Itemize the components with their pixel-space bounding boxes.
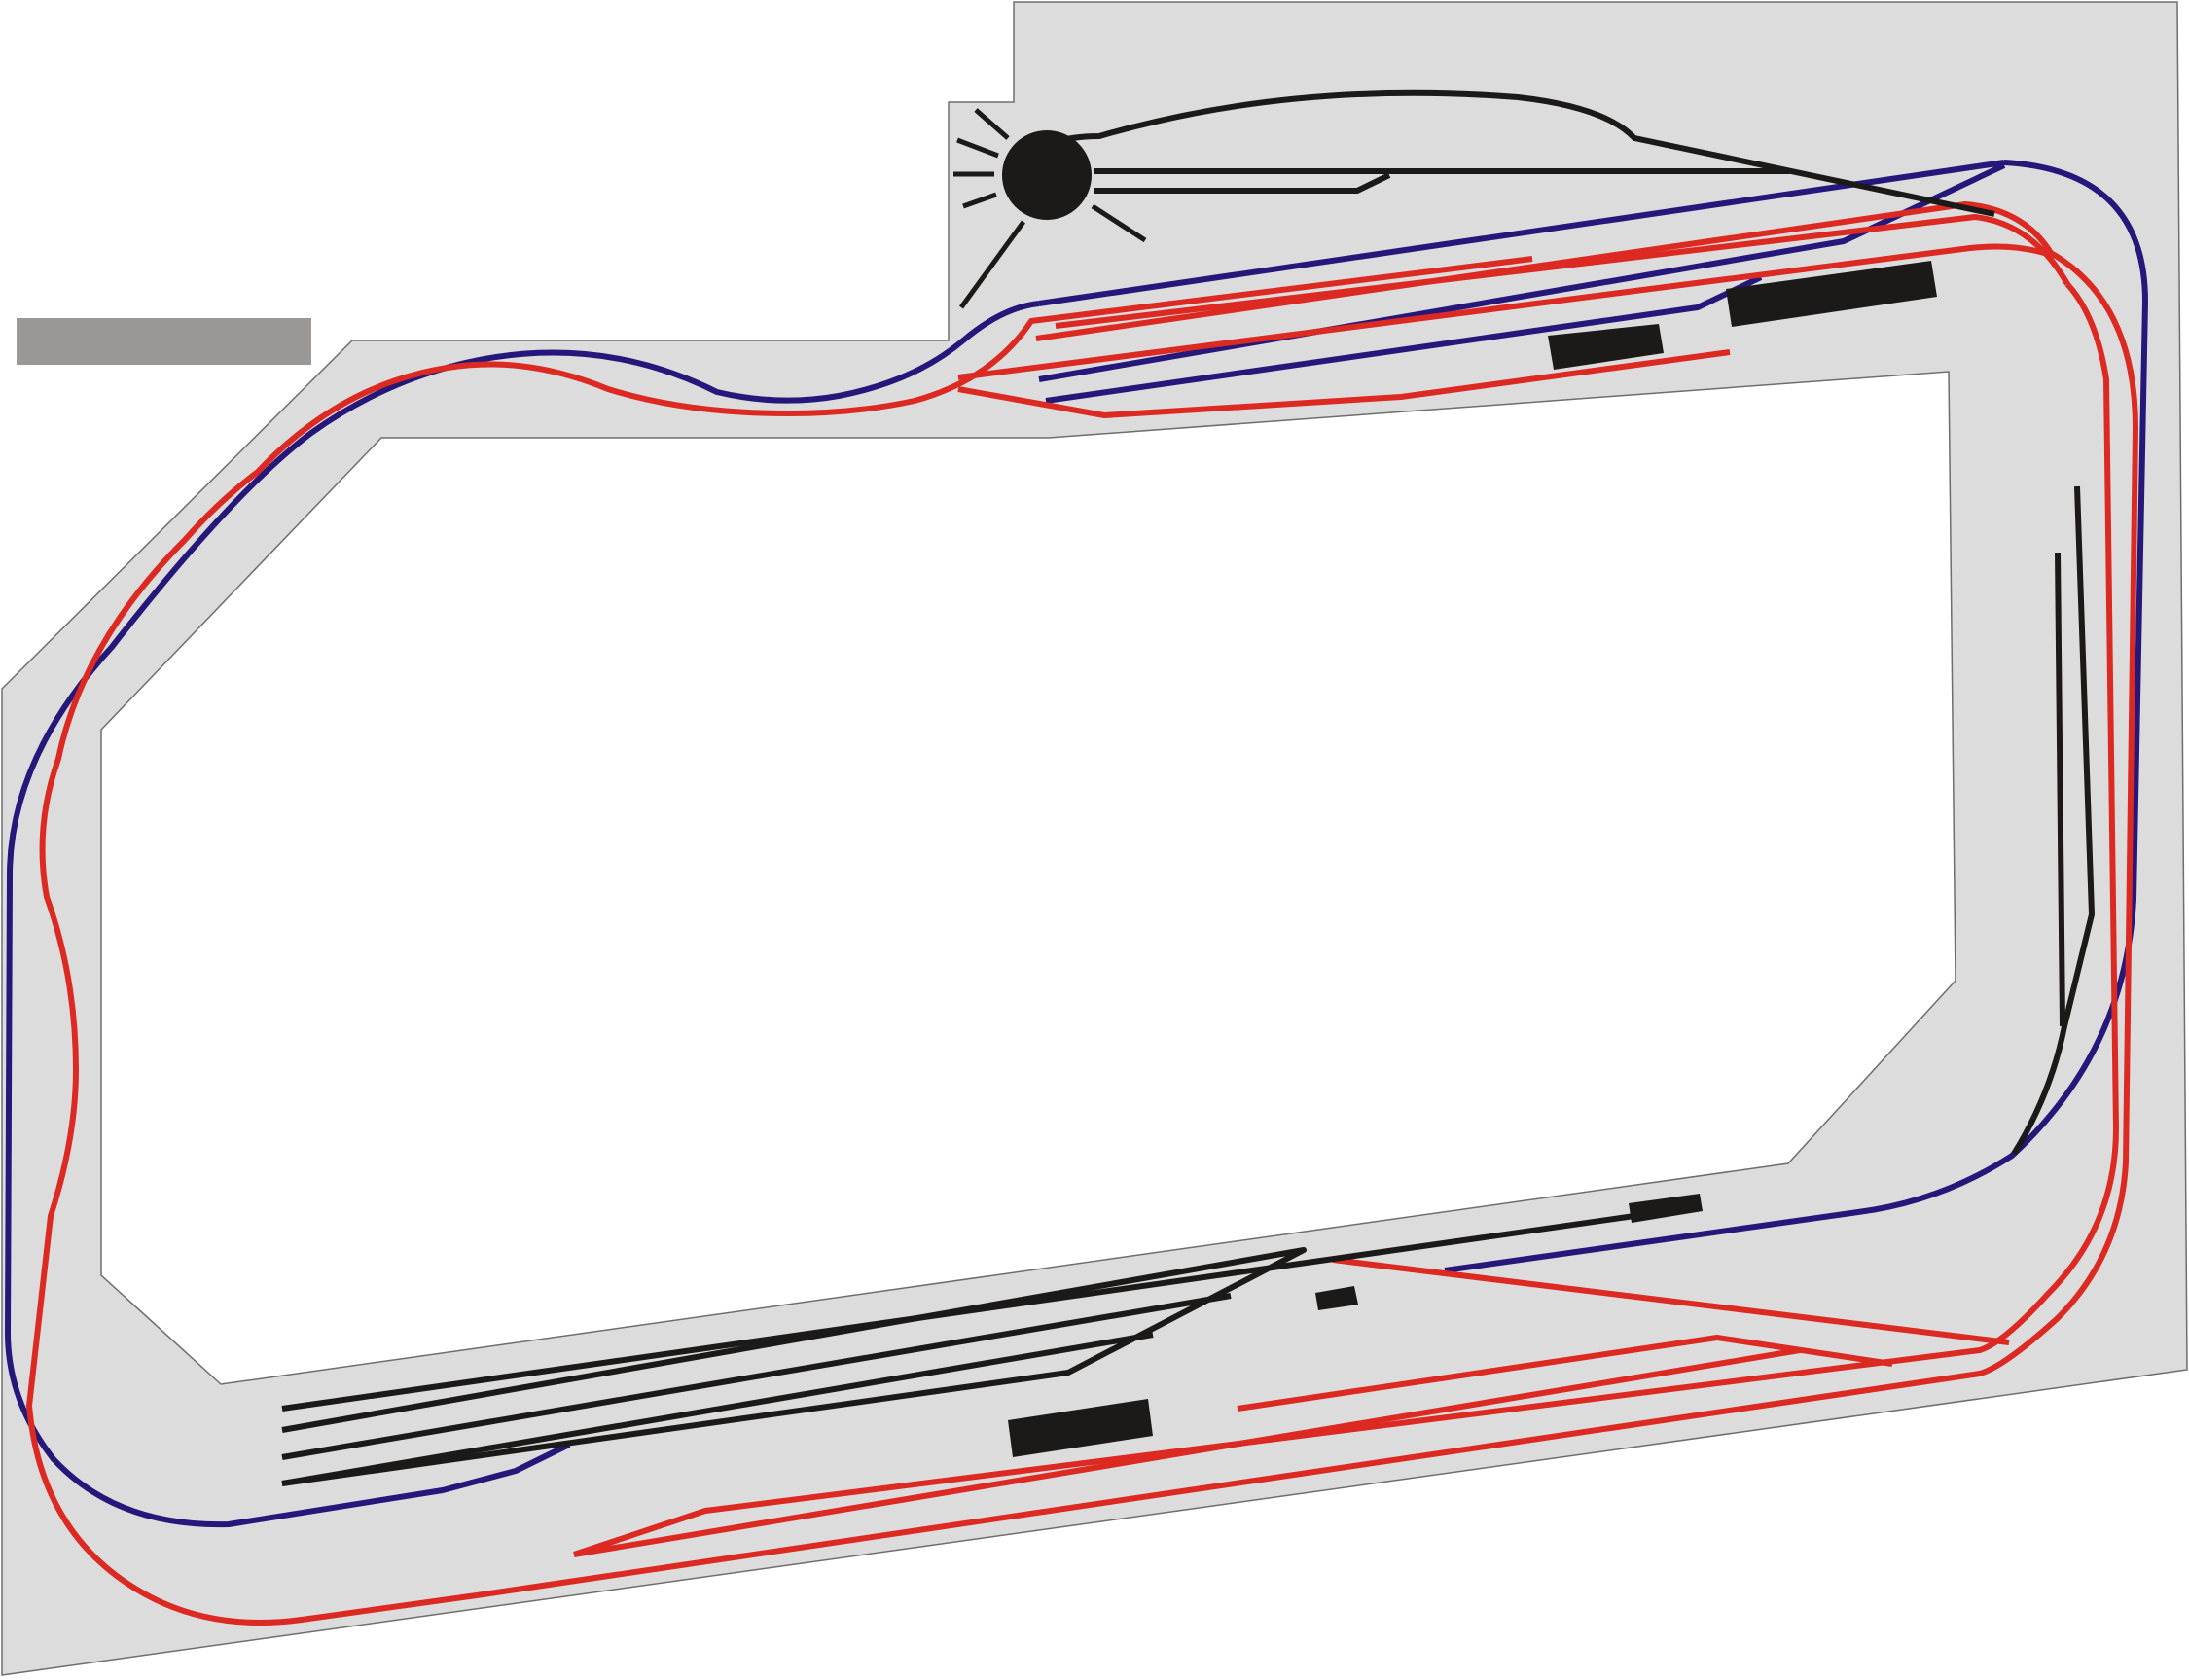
building-4 [1315, 1286, 1358, 1310]
turntable-ray-1 [974, 108, 1010, 140]
turntable-icon [953, 108, 1147, 309]
red-crossover-diagonal [1332, 1257, 2010, 1345]
black-track [281, 89, 2095, 1486]
black-mainline-upper [1047, 89, 1995, 217]
turntable-ray-6 [1091, 203, 1147, 243]
turntable-ray-4 [962, 192, 997, 209]
turntable-ray-5 [958, 220, 1026, 309]
building-3 [1629, 1194, 1703, 1223]
red-siding-upper-a [1055, 214, 2070, 329]
red-siding-lower-a [1237, 1335, 1893, 1412]
turntable-pit [1002, 130, 1092, 220]
turntable-ray-2 [956, 137, 999, 159]
red-track [26, 201, 2138, 1626]
red-siding-lower-b [573, 1347, 1801, 1557]
blue-siding-upper-1 [1038, 160, 2005, 306]
black-yard-4 [281, 1332, 1154, 1486]
black-spur-2 [1094, 172, 1391, 194]
building-5 [1008, 1399, 1153, 1457]
grey-bar [17, 318, 311, 365]
black-yard-3 [281, 1293, 1232, 1460]
black-yard-2 [281, 1247, 1307, 1486]
black-siding-east-1 [2011, 485, 2095, 1156]
red-siding-upper-b [1035, 201, 2054, 341]
black-siding-east-2 [2055, 552, 2065, 1027]
red-loop-west [26, 256, 1533, 1626]
building-1 [1726, 261, 1937, 327]
red-loop-outer [476, 250, 2138, 1598]
building-2 [1548, 324, 1664, 370]
red-siding-upper-d [957, 349, 1731, 418]
buildings [1008, 261, 1937, 1457]
red-siding-upper-c [957, 243, 2052, 380]
